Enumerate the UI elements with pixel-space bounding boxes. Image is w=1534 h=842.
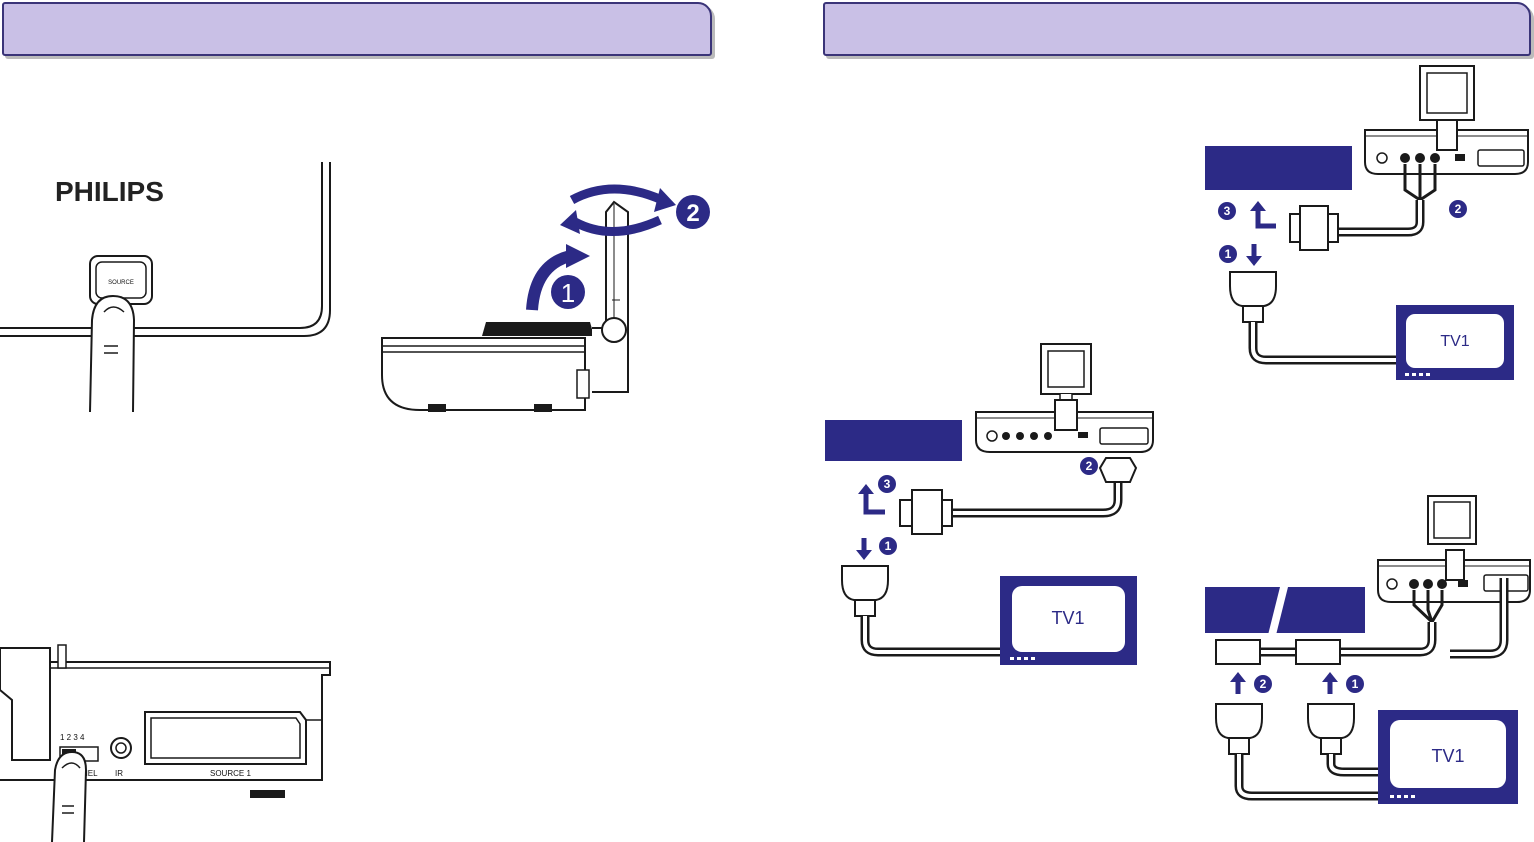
connection-diagram-a: 3 2 1 TV1: [825, 343, 1154, 665]
tv-label: TV1: [1431, 746, 1464, 766]
step-3-badge: 3: [1218, 202, 1236, 220]
device-label-box-right: [1279, 587, 1365, 633]
step-2-label: 2: [1086, 459, 1093, 473]
step-1-label: 1: [1352, 677, 1359, 691]
step-3-label: 3: [1224, 204, 1231, 218]
philips-logo: PHILIPS: [55, 176, 164, 207]
finger-icon: [89, 294, 136, 413]
step-1-label: 1: [885, 539, 892, 553]
step-2-label: 2: [1260, 677, 1267, 691]
channel-numbers: 1 2 3 4: [60, 733, 85, 742]
ir-jack: [110, 737, 132, 759]
tv-icon: TV1: [1378, 710, 1518, 804]
step-3-label: 3: [884, 477, 891, 491]
step-2-badge: 2: [1254, 675, 1272, 693]
step-1-badge: 1: [1219, 245, 1237, 263]
step-2-badge: 2: [1080, 457, 1098, 475]
finger-icon: [51, 750, 88, 842]
scart-connector: [144, 711, 307, 765]
source-button[interactable]: SOURCE: [89, 255, 153, 305]
ir-label: IR: [115, 769, 123, 778]
tv-icon: TV1: [1000, 576, 1137, 665]
header-bar-right: [823, 2, 1531, 56]
device-label-box: [825, 420, 962, 461]
source-1-label: SOURCE 1: [210, 769, 251, 778]
remote-illustration: PHILIPS SOURCE: [0, 162, 331, 413]
step-1-label: 1: [1225, 247, 1232, 261]
step-2-badge: 2: [676, 195, 710, 229]
tv-label: TV1: [1051, 608, 1084, 628]
step-3-badge: 3: [878, 475, 896, 493]
tv-label: TV1: [1440, 333, 1469, 350]
header-bar-left: [2, 2, 712, 56]
connection-diagram-b: 3 2 1 TV1: [1205, 65, 1529, 380]
device-label-box: [1205, 146, 1352, 190]
step-2-label: 2: [686, 200, 699, 227]
source-button-label: SOURCE: [108, 280, 134, 286]
rear-panel-illustration: 1 2 3 4 NEL IR SOURCE 1: [0, 644, 331, 842]
step-1-badge: 1: [879, 537, 897, 555]
channel-label: NEL: [82, 769, 98, 778]
step-1-badge: 1: [1346, 675, 1364, 693]
connection-diagram-c: 2 1 TV1: [1205, 495, 1531, 804]
step-1-badge: 1: [551, 275, 585, 309]
step-2-badge: 2: [1449, 200, 1467, 218]
step-1-label: 1: [561, 278, 575, 308]
step-2-label: 2: [1455, 202, 1462, 216]
antenna-rotate-illustration: 1 2: [381, 184, 710, 412]
tv-icon: TV1: [1396, 305, 1514, 380]
